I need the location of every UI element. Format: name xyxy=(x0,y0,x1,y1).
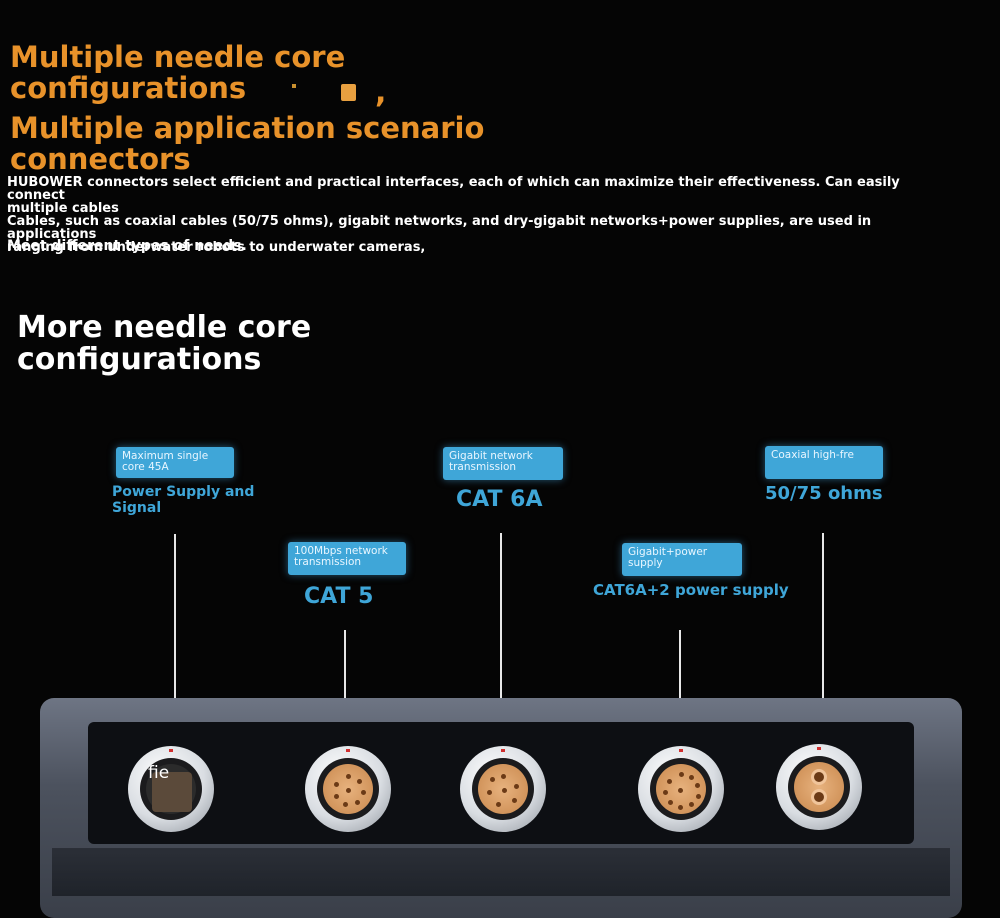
callout-line-cat6a-power xyxy=(679,630,681,716)
decorative-icon xyxy=(341,84,356,101)
connector-cat6a xyxy=(460,746,546,832)
callout-line-cat5 xyxy=(344,630,346,716)
connector-overlay-text: fie xyxy=(148,763,170,783)
callout-label-cat5: CAT 5 xyxy=(304,584,374,609)
callout-label-cat6a-power: CAT6A+2 power supply xyxy=(593,581,789,599)
description-line4: ranging from underwater robots to underw… xyxy=(7,240,426,255)
description-line5: Meet different types of needs. xyxy=(7,238,247,254)
callout-tag-power: Maximum single core 45A xyxy=(116,447,234,478)
connector-cat5 xyxy=(305,746,391,832)
sub-heading-line2: connectors xyxy=(10,142,191,176)
callout-label-cat6a: CAT 6A xyxy=(456,487,543,512)
sub-heading: Multiple application scenario connectors xyxy=(10,113,484,175)
connector-coaxial xyxy=(776,744,862,830)
description-line3: Cables, such as coaxial cables (50/75 oh… xyxy=(7,214,872,242)
callout-line-cat6a xyxy=(500,533,502,716)
main-heading-line1: Multiple needle core xyxy=(10,40,346,74)
main-heading: Multiple needle core configurations xyxy=(10,42,345,104)
callout-tag-cat6a-power: Gigabit+power supply xyxy=(622,543,742,576)
coax-pin-lower xyxy=(811,789,827,805)
section-heading-line2: configurations xyxy=(17,342,262,377)
section-heading: More needle core configurations xyxy=(17,312,311,376)
connector-cat6a-power xyxy=(638,746,724,832)
sub-heading-line1: Multiple application scenario xyxy=(10,111,485,145)
callout-label-coaxial: 50/75 ohms xyxy=(765,483,883,504)
device-bottom-bezel xyxy=(52,848,950,896)
coax-pin-upper xyxy=(811,769,827,785)
main-heading-line2: configurations xyxy=(10,71,247,105)
callout-tag-coaxial: Coaxial high-fre xyxy=(765,446,883,479)
connector-photo-overlay xyxy=(152,772,192,812)
callout-tag-cat5: 100Mbps network transmission xyxy=(288,542,406,575)
callout-tag-cat6a: Gigabit network transmission xyxy=(443,447,563,480)
callout-line-power xyxy=(174,534,176,716)
decorative-comma-icon: , xyxy=(375,75,387,110)
description-text: HUBOWER connectors select efficient and … xyxy=(7,176,927,254)
section-heading-line1: More needle core xyxy=(17,310,312,345)
decorative-dot xyxy=(292,84,296,88)
description-line2: multiple cables xyxy=(7,201,119,216)
description-line1: HUBOWER connectors select efficient and … xyxy=(7,175,900,203)
callout-label-power: Power Supply and Signal xyxy=(112,484,255,516)
callout-line-coaxial xyxy=(822,533,824,713)
